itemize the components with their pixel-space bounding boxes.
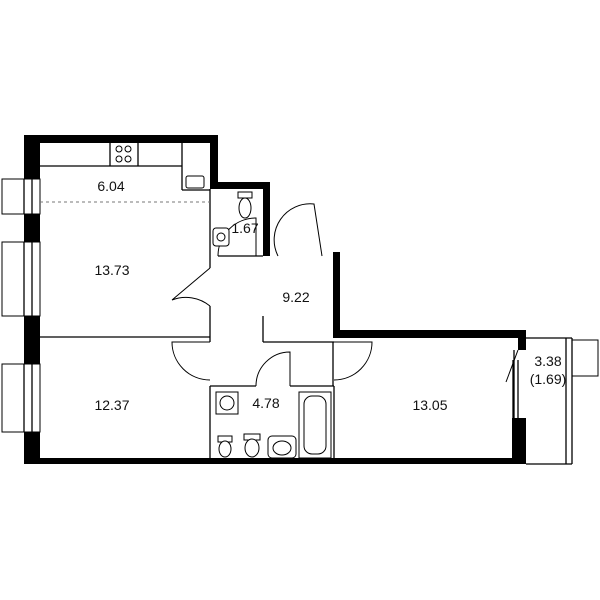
kitchen-fittings — [40, 143, 210, 203]
area-kitchen: 6.04 — [97, 178, 124, 194]
toilet-2-bowl — [244, 438, 260, 458]
hob-burner — [115, 145, 123, 153]
window-living — [1, 241, 41, 317]
hob-burner — [124, 145, 132, 153]
wc-fittings — [212, 191, 253, 247]
interior-walls — [40, 189, 515, 460]
area-living: 13.73 — [94, 262, 129, 278]
window-balcony — [571, 339, 599, 377]
area-bedroom-right: 13.05 — [412, 397, 447, 413]
hob-burner — [124, 155, 132, 163]
area-bedroom-left: 12.37 — [94, 397, 129, 413]
window-kitchen — [1, 178, 41, 215]
toilet-bowl — [218, 440, 232, 458]
toilet-tank — [237, 191, 253, 199]
area-balcony-reduced: (1.69) — [530, 371, 567, 387]
doors — [171, 203, 519, 387]
hob-burner — [115, 155, 123, 163]
room-labels: 6.04 13.73 1.67 9.22 12.37 4.78 13.05 3.… — [94, 178, 566, 413]
area-bathroom: 4.78 — [252, 395, 279, 411]
area-hall: 9.22 — [282, 289, 309, 305]
area-wc: 1.67 — [231, 220, 258, 236]
window-bedroom-left — [1, 363, 41, 433]
toilet-bowl — [238, 197, 252, 219]
kitchen-sink — [185, 175, 205, 189]
exterior-walls — [24, 135, 526, 464]
windows — [1, 178, 599, 465]
area-balcony: 3.38 — [534, 353, 561, 369]
bathroom-fittings — [215, 391, 332, 459]
